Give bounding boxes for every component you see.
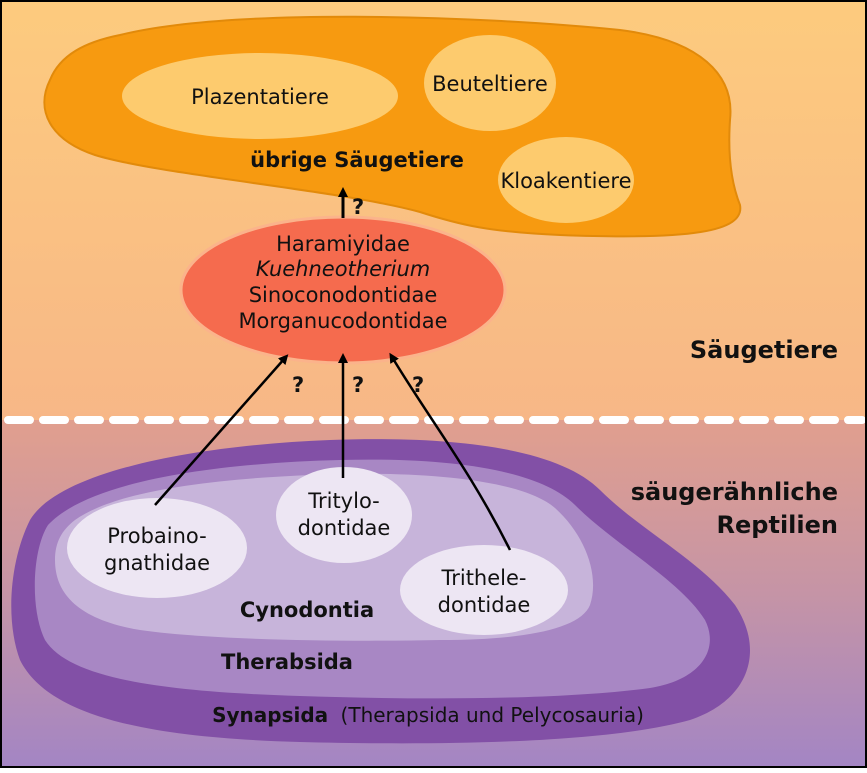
trithele-label-1: Trithele-: [440, 566, 526, 590]
trithele-label-2: dontidae: [438, 593, 531, 617]
question-mark-right: ?: [412, 373, 424, 397]
synapsida-note: (Therapsida und Pelycosauria): [341, 703, 644, 727]
placentals-ellipse: [122, 53, 398, 139]
haramiyidae-label: Haramiyidae: [276, 232, 410, 256]
arrow-from-probainognathidae: [154, 354, 289, 506]
probainognathidae-ellipse: [67, 498, 247, 598]
probaino-label-2: gnathidae: [104, 551, 210, 575]
therabsida-label: Therabsida: [221, 650, 353, 674]
question-mark-center: ?: [352, 373, 364, 397]
arrow-from-tritheledontidae: [389, 352, 512, 551]
marsupials-label: Beuteltiere: [432, 72, 548, 96]
tritylo-label-2: dontidae: [298, 516, 391, 540]
tritylo-label-1: Tritylo-: [307, 489, 380, 513]
monotremes-ellipse: [498, 137, 634, 223]
tritylodontidae-ellipse: [276, 467, 412, 563]
placentals-label: Plazentatiere: [191, 85, 329, 109]
tritheledontidae-ellipse: [400, 545, 568, 635]
reptiles-zone-label-1: säugerähnliche: [631, 478, 838, 506]
reptiles-zone-label-2: Reptilien: [717, 511, 838, 539]
sinoconodontidae-label: Sinoconodontidae: [249, 283, 438, 307]
probaino-label-1: Probaino-: [107, 524, 206, 548]
synapsida-label: Synapsida: [212, 703, 328, 727]
mammals-zone-label: Säugetiere: [690, 336, 838, 364]
question-mark-left: ?: [292, 373, 304, 397]
monotremes-label: Kloakentiere: [500, 169, 631, 193]
morganucodontidae-label: Morganucodontidae: [238, 309, 447, 333]
kuehneotherium-label: Kuehneotherium: [256, 257, 431, 281]
question-mark-top: ?: [352, 195, 364, 219]
marsupials-ellipse: [424, 35, 556, 131]
other-mammals-label: übrige Säugetiere: [250, 148, 464, 172]
synapsida-label-line: Synapsida (Therapsida und Pelycosauria): [212, 703, 644, 727]
cynodontia-label: Cynodontia: [240, 598, 374, 622]
